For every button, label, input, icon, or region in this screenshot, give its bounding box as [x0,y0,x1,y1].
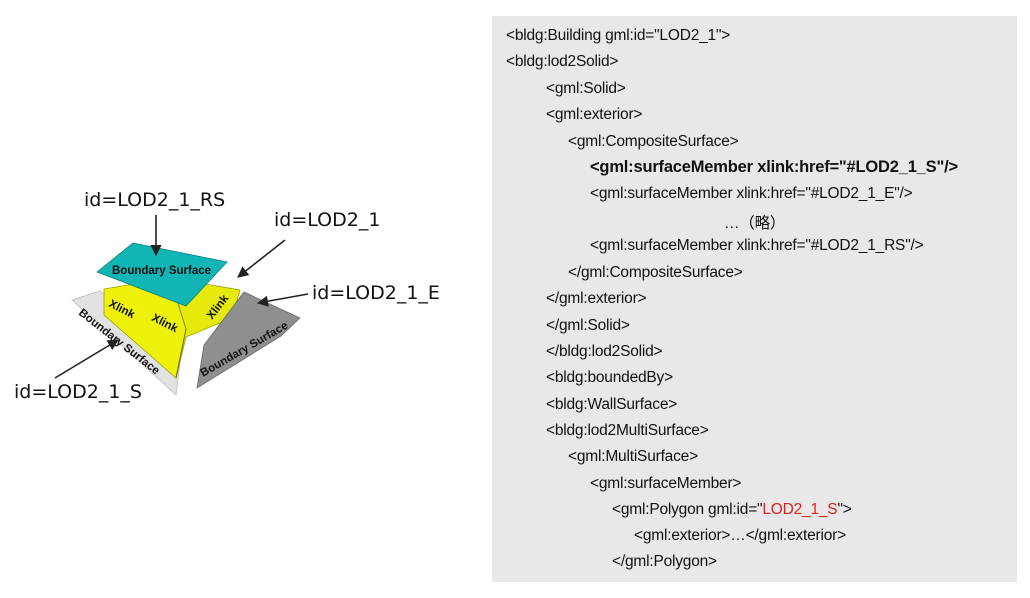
code-line: </bldg:lod2Solid> [546,343,663,360]
code-line: <gml:surfaceMember xlink:href="#LOD2_1_R… [590,237,924,254]
code-line-omitted: …（略） [724,215,786,232]
east-wall-surface [196,291,301,389]
code-panel: <bldg:Building gml:id="LOD2_1"> <bldg:lo… [492,16,1017,582]
label-lod2-1-rs: id=LOD2_1_RS [84,189,225,211]
label-lod2-1-s: id=LOD2_1_S [14,381,142,403]
code-line: </gml:exterior> [546,290,647,307]
code-line: </gml:CompositeSurface> [568,264,743,281]
code-line: <gml:Solid> [546,80,626,97]
code-line: <gml:surfaceMember xlink:href="#LOD2_1_S… [590,158,958,176]
code-line: <gml:surfaceMember> [590,475,742,492]
building-diagram: Boundary Surface Boundary Surface Bounda… [14,189,440,403]
code-line: <gml:surfaceMember xlink:href="#LOD2_1_E… [590,185,913,202]
code-line: <bldg:WallSurface> [546,396,678,413]
code-line: </gml:Polygon> [612,553,717,570]
code-line: <bldg:lod2MultiSurface> [546,422,709,439]
code-line: <bldg:Building gml:id="LOD2_1"> [506,27,731,44]
arrow-building [237,239,286,278]
code-line: <bldg:lod2Solid> [506,53,619,70]
code-line: <gml:CompositeSurface> [568,133,739,150]
arrow-e [256,293,309,307]
code-line: <gml:Polygon gml:id="LOD2_1_S"> [612,501,852,518]
code-line: <gml:MultiSurface> [568,448,698,465]
label-lod2-1-e: id=LOD2_1_E [312,282,440,304]
surface-label-roof: Boundary Surface [112,265,211,277]
label-lod2-1: id=LOD2_1 [274,209,380,231]
code-line: <gml:exterior>…</gml:exterior> [634,527,846,544]
arrow-s [54,339,119,379]
roof-surface [96,242,228,307]
code-line: </gml:Solid> [546,317,630,334]
code-line: <gml:exterior> [546,106,643,123]
code-line: <bldg:boundedBy> [546,369,673,386]
